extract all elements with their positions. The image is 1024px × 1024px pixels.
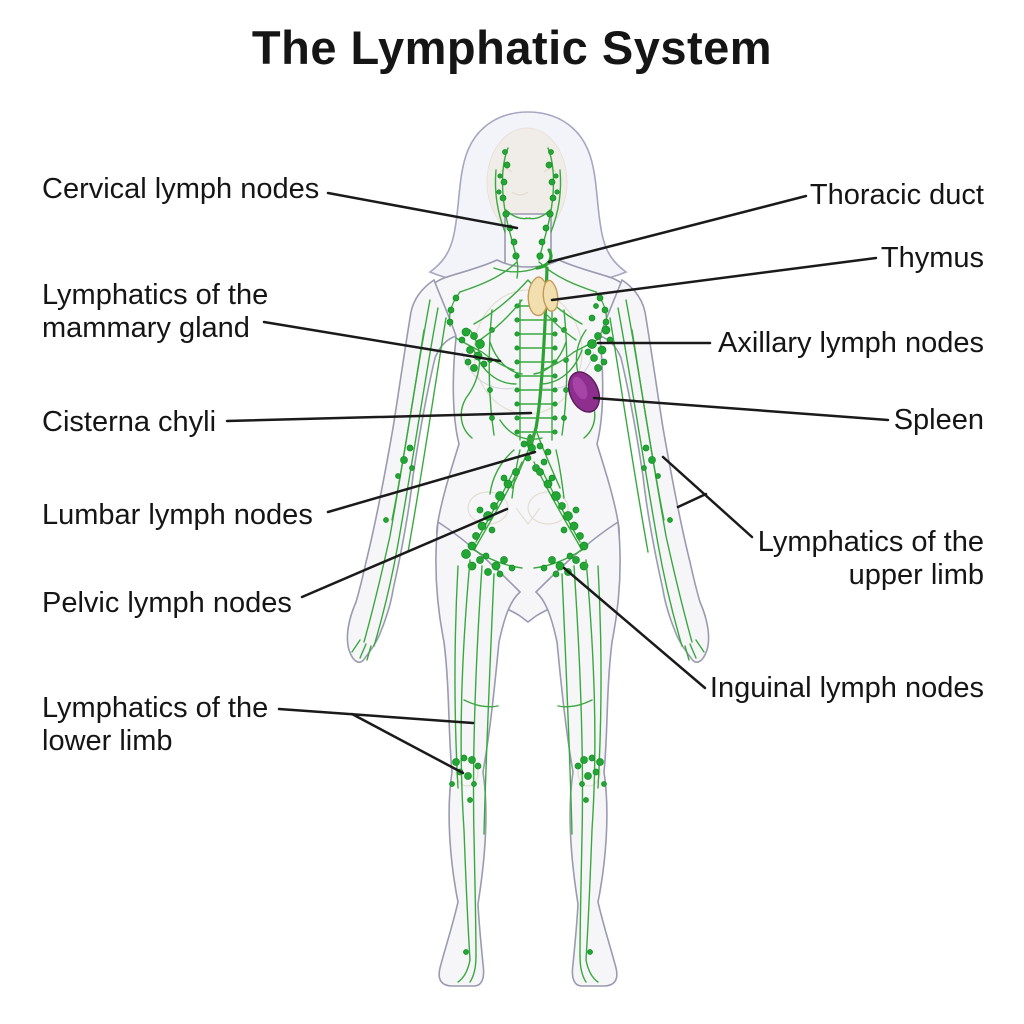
knee-node-cluster-right [574, 754, 607, 955]
axillary-node-cluster-right [584, 303, 614, 372]
label-inguinal-lymph-nodes: Inguinal lymph nodes [709, 672, 984, 704]
leader-thoracic-duct [547, 194, 808, 264]
shoulder-nodes [446, 294, 610, 326]
label-pelvic-lymph-nodes: Pelvic lymph nodes [42, 587, 292, 619]
leader-lumbar-lymph-nodes [326, 450, 537, 514]
leader-lymphatics-lower-limb-a [277, 707, 475, 725]
leader-lymphatics-upper-limb-b [676, 492, 708, 509]
inguinal-node-cluster-left [467, 552, 516, 578]
label-lymphatics-upper-limb: Lymphatics of the upper limb [757, 526, 984, 591]
leader-pelvic-lymph-nodes [300, 507, 509, 599]
leader-lymphatics-mammary-gland [262, 320, 502, 363]
spleen-organ [567, 371, 601, 413]
thymus-organ [527, 276, 559, 317]
leader-thymus [550, 256, 878, 302]
iliac-node-chain-right [536, 468, 589, 551]
leader-spleen [592, 396, 890, 422]
leader-cisterna-chyli [225, 411, 533, 423]
label-thoracic-duct: Thoracic duct [809, 179, 984, 211]
left-leg [435, 520, 522, 987]
right-leg [534, 520, 621, 987]
knee-node-cluster-left [449, 754, 482, 955]
label-cisterna-chyli: Cisterna chyli [42, 406, 217, 438]
label-spleen: Spleen [893, 404, 984, 436]
right-leg-vessels [557, 559, 602, 983]
diagram-title: The Lymphatic System [251, 21, 773, 74]
leader-lymphatics-lower-limb-b [350, 712, 465, 775]
label-cervical-lymph-nodes: Cervical lymph nodes [42, 173, 320, 205]
leader-inguinal-lymph-nodes [562, 566, 707, 690]
lumbar-vessels [511, 429, 565, 499]
face-hint [499, 168, 557, 219]
label-thymus: Thymus [880, 242, 984, 274]
label-axillary-lymph-nodes: Axillary lymph nodes [718, 327, 984, 359]
leader-lymphatics-upper-limb-a [661, 455, 754, 539]
cervical-node-chain [496, 149, 560, 260]
body-silhouette [346, 111, 710, 987]
right-arm-vessels [609, 299, 705, 661]
leader-lines [225, 191, 890, 775]
label-lumbar-lymph-nodes: Lumbar lymph nodes [42, 499, 313, 531]
parasternal-chains [488, 299, 568, 441]
elbow-node-cluster-left [383, 444, 415, 523]
leader-cervical-lymph-nodes [326, 191, 519, 230]
label-lymphatics-mammary-gland: Lymphatics of the mammary gland [42, 279, 269, 344]
elbow-node-cluster-right [641, 444, 673, 523]
lumbar-node-cluster [520, 440, 552, 472]
label-lymphatics-lower-limb: Lymphatics of the lower limb [42, 692, 269, 757]
